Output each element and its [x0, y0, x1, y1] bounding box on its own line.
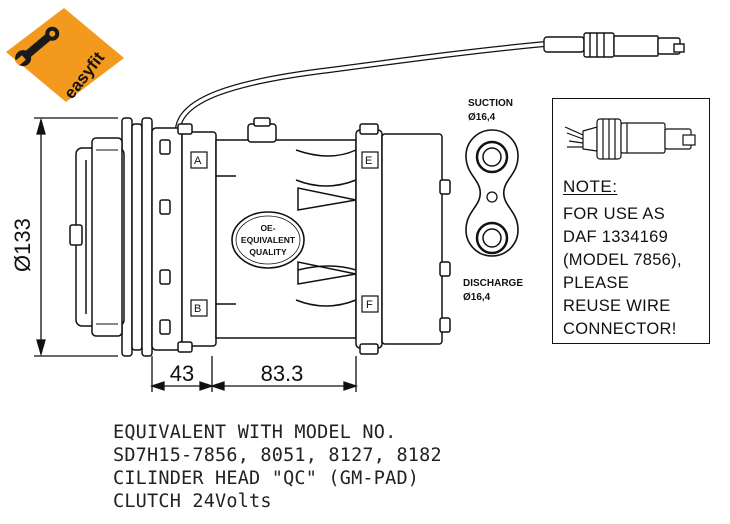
note-line-3: (MODEL 7856),	[563, 251, 682, 269]
front-head	[151, 123, 217, 353]
spec-line-4: CLUTCH 24Volts	[113, 491, 272, 512]
wire-connector	[543, 32, 685, 58]
height-dimension-label: Ø133	[10, 218, 35, 272]
height-dimension	[34, 117, 118, 357]
spec-block: EQUIVALENT WITH MODEL NO. SD7H15-7856, 8…	[113, 421, 533, 513]
spec-line-2: SD7H15-7856, 8051, 8127, 8182	[113, 445, 442, 466]
spec-line-3: CILINDER HEAD "QC" (GM-PAD)	[113, 468, 420, 489]
seal-line-2: EQUIVALENT	[241, 235, 296, 245]
discharge-label: DISCHARGE	[463, 278, 523, 289]
rear-head	[355, 123, 451, 355]
marker-f: F	[366, 299, 373, 311]
note-line-6: CONNECTOR!	[563, 320, 677, 338]
body-length-label: 83.3	[261, 361, 304, 386]
length-dimensions	[149, 356, 359, 392]
note-line-2: DAF 1334169	[563, 228, 669, 246]
cable	[175, 41, 546, 129]
port-pad	[465, 129, 519, 257]
easyfit-logo: easyfit	[6, 8, 124, 102]
seal-line-3: QUALITY	[249, 247, 287, 257]
suction-label: SUCTION	[468, 98, 513, 109]
spec-line-1: EQUIVALENT WITH MODEL NO.	[113, 422, 397, 443]
marker-b: B	[194, 303, 201, 315]
seal-line-1: OE-	[260, 223, 275, 233]
pulley-offset-label: 43	[170, 361, 194, 386]
marker-a: A	[194, 155, 202, 167]
suction-size: Ø16,4	[468, 112, 496, 123]
note-line-4: PLEASE	[563, 274, 630, 292]
note-title: NOTE:	[563, 177, 618, 196]
marker-e: E	[365, 155, 372, 167]
pulley	[69, 117, 153, 357]
head-markers: A B E F	[190, 151, 379, 317]
oe-quality-seal: OE- EQUIVALENT QUALITY	[231, 211, 305, 269]
wrench-icon	[15, 26, 60, 67]
note-line-5: REUSE WIRE	[563, 297, 671, 315]
connector-detail-drawing	[564, 118, 696, 160]
discharge-size: Ø16,4	[463, 292, 491, 303]
note-box: NOTE: FOR USE AS DAF 1334169 (MODEL 7856…	[552, 98, 710, 344]
note-line-1: FOR USE AS	[563, 205, 666, 223]
